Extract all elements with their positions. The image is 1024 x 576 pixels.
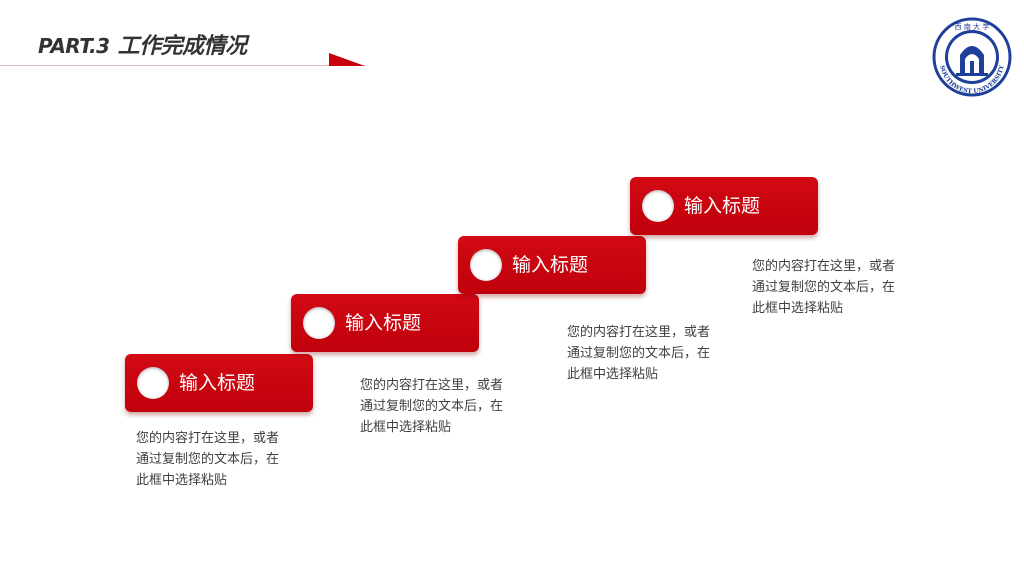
step-title-3: 输入标题 [512, 254, 589, 276]
step-card-4: 输入标题 [630, 177, 818, 235]
desc-line: 此框中选择粘贴 [136, 473, 228, 488]
desc-line: 通过复制您的文本后，在 [136, 452, 280, 467]
header-divider [0, 65, 365, 66]
desc-line: 此框中选择粘贴 [567, 367, 659, 382]
step-circle-icon [642, 190, 674, 222]
header-triangle-icon [329, 53, 365, 66]
desc-line: 您的内容打在这里，或者 [136, 431, 280, 446]
page-title: PART.3 工作完成情况 [38, 28, 247, 60]
desc-line: 您的内容打在这里，或者 [752, 259, 896, 274]
desc-line: 您的内容打在这里，或者 [567, 325, 711, 340]
step-title-4: 输入标题 [684, 195, 761, 217]
step-circle-icon [303, 307, 335, 339]
step-circle-icon [470, 249, 502, 281]
step-circle-icon [137, 367, 169, 399]
desc-line: 您的内容打在这里，或者 [360, 378, 504, 393]
university-seal-icon: 西 南 大 学 SOUTHWEST UNIVERSITY [932, 17, 1012, 97]
step-card-1: 输入标题 [125, 354, 313, 412]
desc-line: 此框中选择粘贴 [360, 420, 452, 435]
desc-line: 通过复制您的文本后，在 [567, 346, 711, 361]
step-desc-3: 您的内容打在这里，或者 通过复制您的文本后，在 此框中选择粘贴 [567, 322, 737, 385]
desc-line: 通过复制您的文本后，在 [360, 399, 504, 414]
desc-line: 此框中选择粘贴 [752, 301, 844, 316]
part-number: PART.3 [38, 34, 110, 58]
desc-line: 通过复制您的文本后，在 [752, 280, 896, 295]
step-title-2: 输入标题 [345, 312, 422, 334]
svg-text:西 南 大 学: 西 南 大 学 [955, 22, 990, 31]
step-desc-1: 您的内容打在这里，或者 通过复制您的文本后，在 此框中选择粘贴 [136, 428, 306, 491]
step-card-2: 输入标题 [291, 294, 479, 352]
step-card-3: 输入标题 [458, 236, 646, 294]
section-title: 工作完成情况 [117, 34, 248, 59]
step-desc-2: 您的内容打在这里，或者 通过复制您的文本后，在 此框中选择粘贴 [360, 375, 530, 438]
step-desc-4: 您的内容打在这里，或者 通过复制您的文本后，在 此框中选择粘贴 [752, 256, 922, 319]
step-title-1: 输入标题 [179, 372, 256, 394]
